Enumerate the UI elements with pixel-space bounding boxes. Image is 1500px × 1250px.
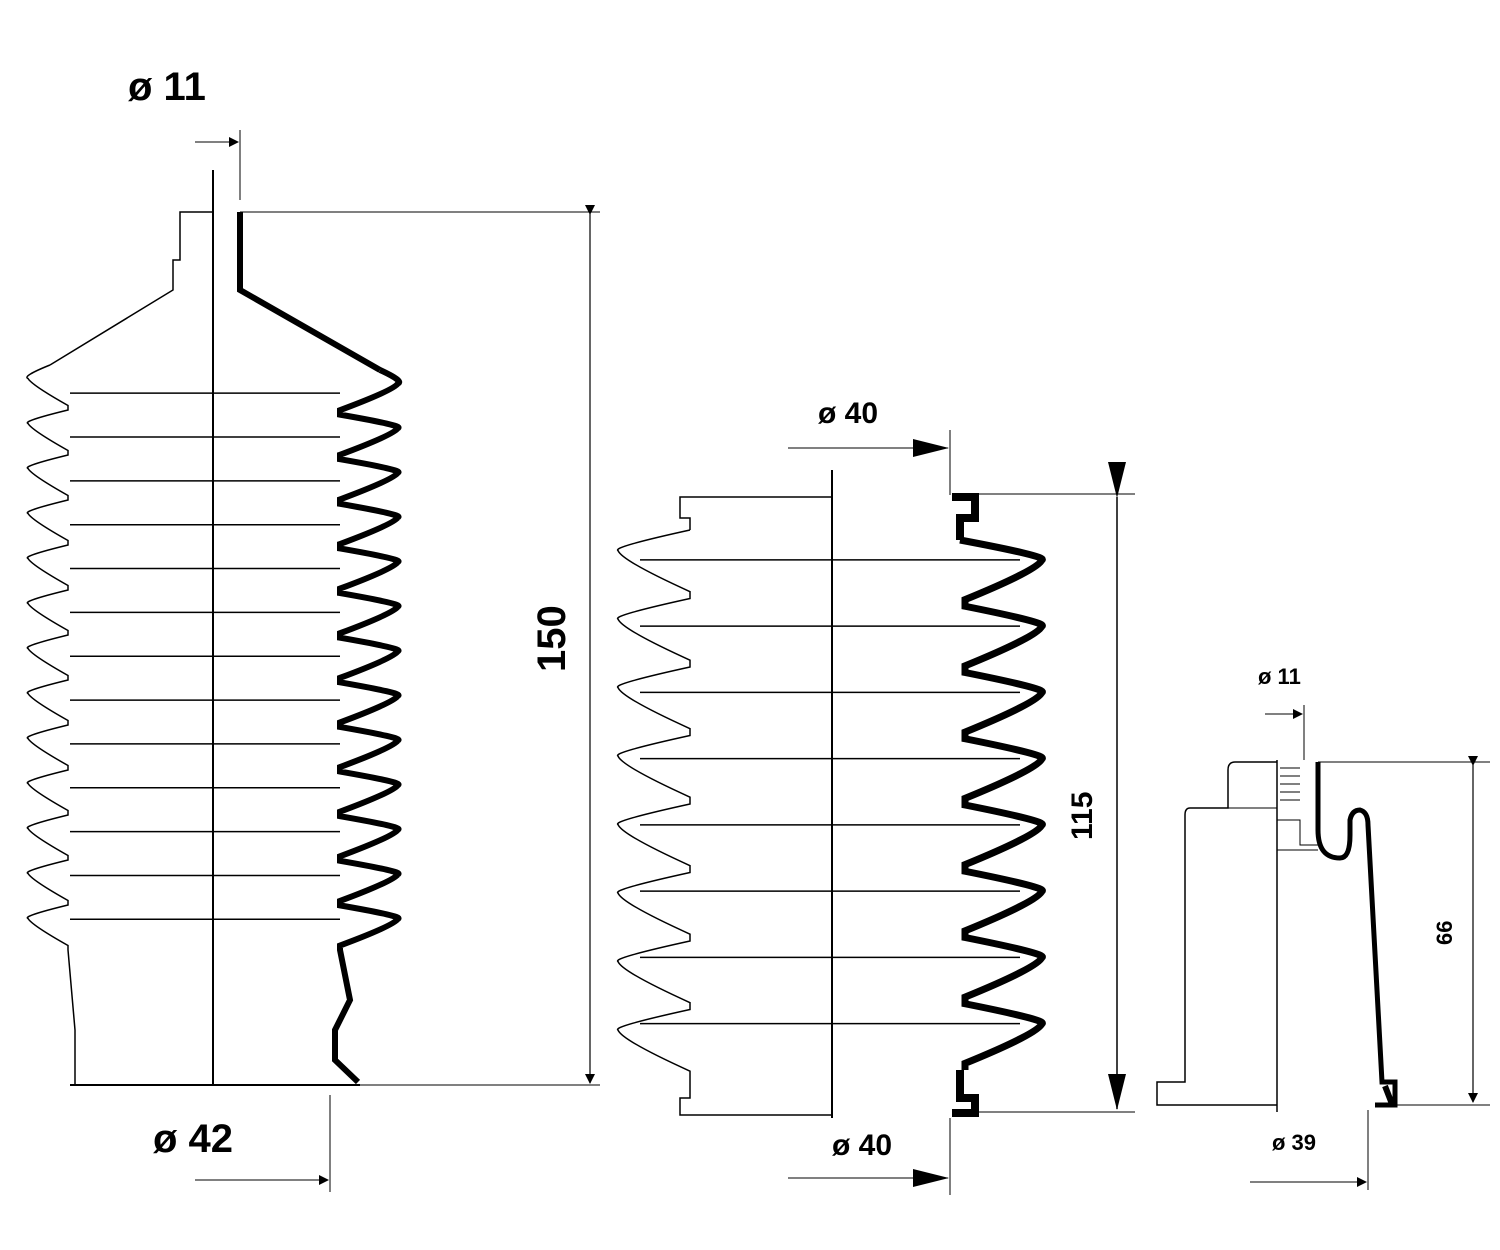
boot-long [26,130,600,1192]
boot-medium-profile [959,536,1046,1070]
boot-medium-top-diameter: ø 40 [818,397,878,430]
boot-short-top-diameter: ø 11 [1258,664,1301,689]
boot-long-bottom-diameter: ø 42 [153,1117,233,1161]
boot-long-profile [237,212,382,373]
boot-short-bottom-diameter: ø 39 [1272,1130,1316,1155]
boot-medium-length: 115 [1066,792,1099,840]
boot-medium-bottom-diameter: ø 40 [832,1129,892,1162]
boot-short [1156,705,1490,1190]
boot-short-height: 66 [1432,921,1457,945]
boot-long-length: 150 [530,605,574,672]
boot-long-top-diameter: ø 11 [128,65,206,109]
boot-medium [616,430,1135,1195]
